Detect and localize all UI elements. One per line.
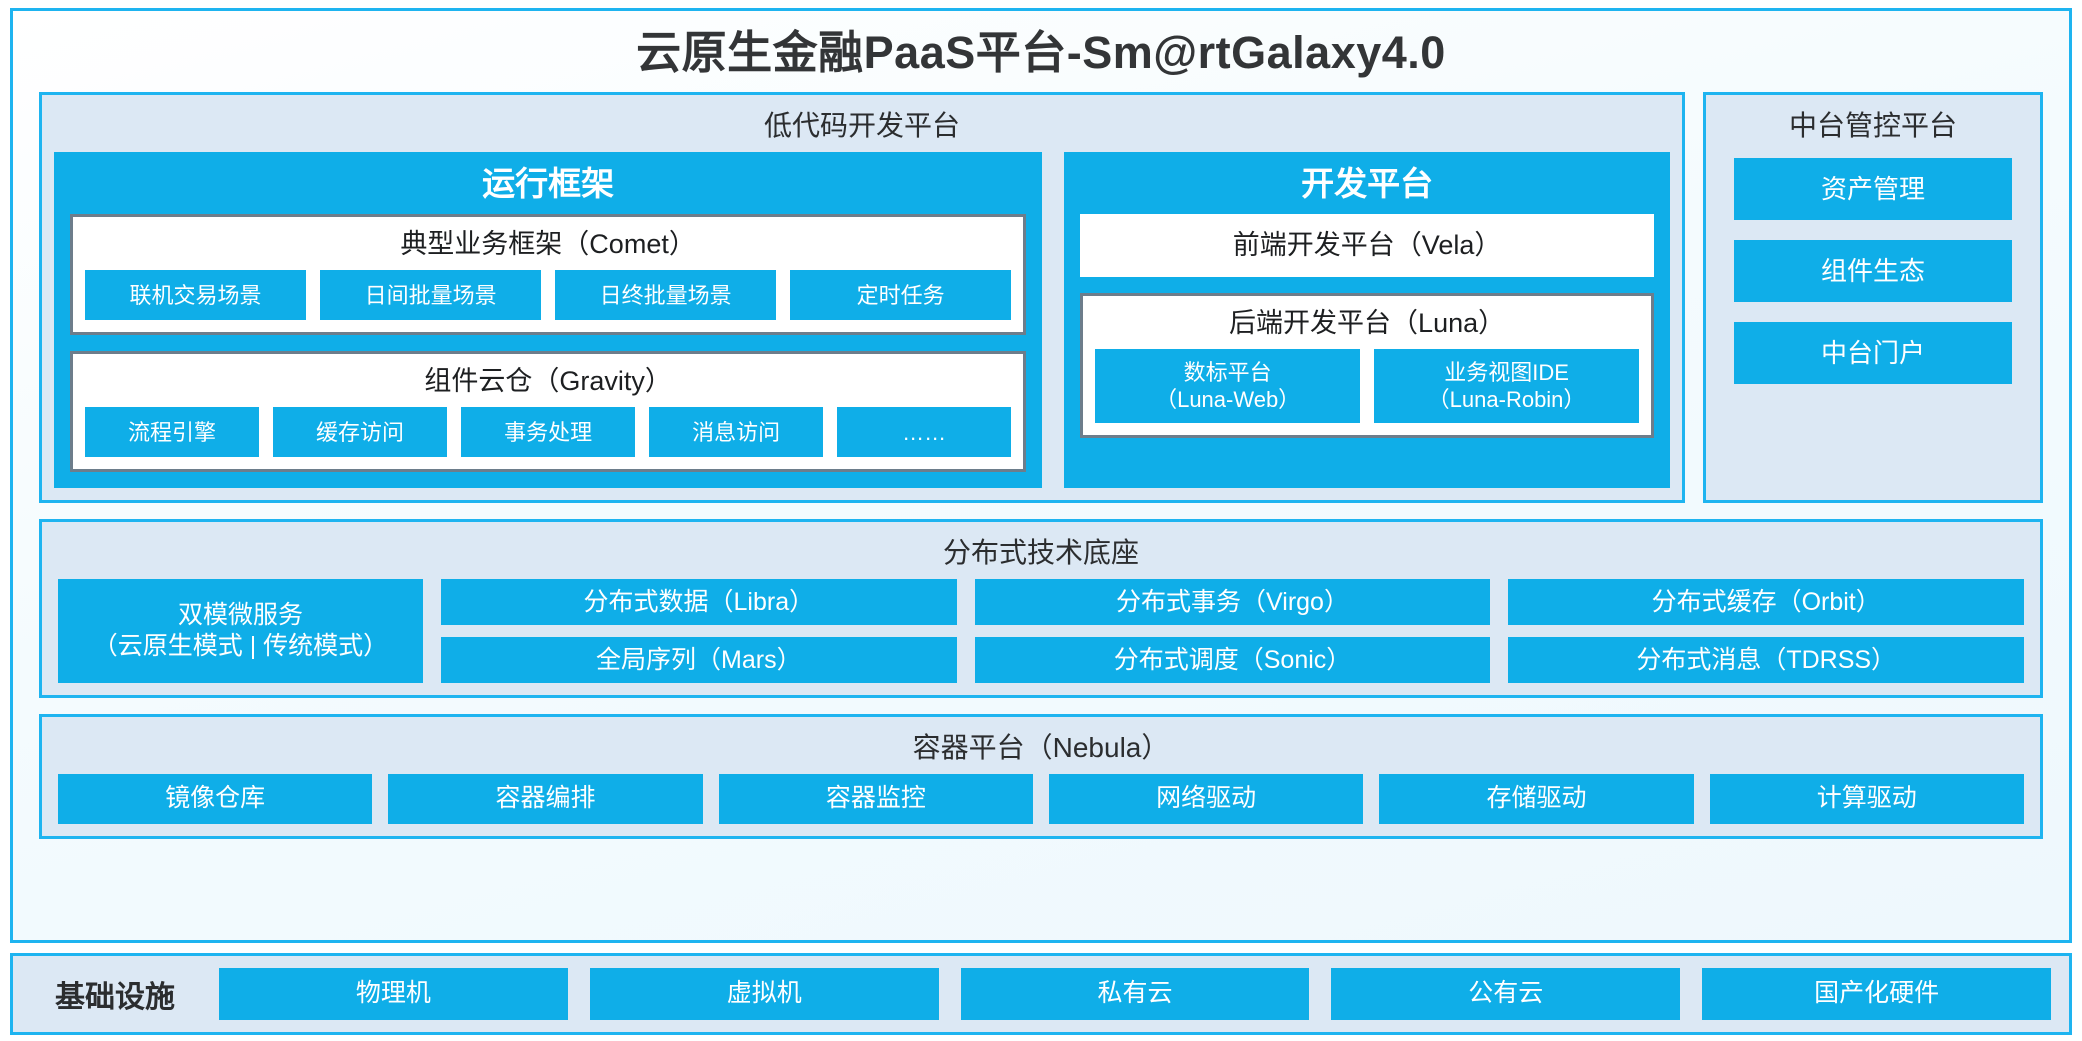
container-item-network-driver[interactable]: 网络驱动	[1048, 774, 1364, 825]
runtime-framework-block: 运行框架 典型业务框架（Comet） 联机交易场景 日间批量场景 日终批量场景 …	[54, 152, 1043, 489]
container-item-storage-driver[interactable]: 存储驱动	[1379, 774, 1694, 825]
tech-orbit-tile[interactable]: 分布式缓存（Orbit）	[1508, 579, 2025, 626]
platform-main-frame: 云原生金融PaaS平台-Sm@rtGalaxy4.0 低代码开发平台 运行框架 …	[10, 8, 2072, 943]
tech-libra-tile[interactable]: 分布式数据（Libra）	[441, 579, 957, 626]
dual-mode-line1: 双模微服务	[177, 600, 303, 629]
infra-item-public-cloud[interactable]: 公有云	[1331, 968, 1681, 1020]
tech-column-2: 分布式事务（Virgo） 分布式调度（Sonic）	[974, 579, 1491, 684]
luna-title: 后端开发平台（Luna）	[1229, 308, 1506, 339]
vela-box: 前端开发平台（Vela）	[1080, 214, 1654, 278]
infra-item-private-cloud[interactable]: 私有云	[960, 968, 1310, 1020]
control-platform-list: 资产管理 组件生态 中台门户	[1718, 152, 2028, 388]
infra-item-virtual-machine[interactable]: 虚拟机	[589, 968, 939, 1020]
lowcode-columns: 运行框架 典型业务框架（Comet） 联机交易场景 日间批量场景 日终批量场景 …	[54, 152, 1670, 489]
distributed-tech-body: 双模微服务 （云原生模式 | 传统模式） 分布式数据（Libra） 全局序列（M…	[54, 579, 2028, 684]
luna-tile-row: 数标平台 （Luna-Web） 业务视图IDE （Luna-Robin）	[1095, 349, 1640, 424]
gravity-item-0[interactable]: 流程引擎	[85, 407, 260, 458]
luna-robin-code: （Luna-Robin）	[1427, 387, 1586, 413]
tech-sonic-tile[interactable]: 分布式调度（Sonic）	[974, 637, 1491, 684]
control-item-asset-management[interactable]: 资产管理	[1734, 158, 2012, 221]
container-item-compute-driver[interactable]: 计算驱动	[1709, 774, 2024, 825]
control-item-portal[interactable]: 中台门户	[1734, 322, 2012, 385]
infrastructure-label: 基础设施	[55, 981, 175, 1014]
dual-mode-microservice-wrapper: 双模微服务 （云原生模式 | 传统模式）	[58, 579, 423, 684]
luna-web-tile[interactable]: 数标平台 （Luna-Web）	[1095, 349, 1361, 424]
infrastructure-items: 物理机 虚拟机 私有云 公有云 国产化硬件	[219, 968, 2051, 1020]
infra-item-domestic-hardware[interactable]: 国产化硬件	[1702, 968, 2051, 1020]
comet-item-0[interactable]: 联机交易场景	[85, 270, 307, 321]
tech-column-1: 分布式数据（Libra） 全局序列（Mars）	[441, 579, 957, 684]
tech-virgo-tile[interactable]: 分布式事务（Virgo）	[974, 579, 1491, 626]
gravity-item-2[interactable]: 事务处理	[461, 407, 636, 458]
development-platform-title: 开发平台	[1301, 165, 1434, 203]
comet-tile-row: 联机交易场景 日间批量场景 日终批量场景 定时任务	[85, 270, 1012, 321]
lowcode-platform-title: 低代码开发平台	[763, 110, 960, 142]
tech-mars-tile[interactable]: 全局序列（Mars）	[441, 637, 957, 684]
distributed-tech-panel: 分布式技术底座 双模微服务 （云原生模式 | 传统模式） 分布式数据（Libra…	[39, 519, 2043, 699]
comet-box: 典型业务框架（Comet） 联机交易场景 日间批量场景 日终批量场景 定时任务	[70, 214, 1027, 336]
infrastructure-panel: 基础设施 物理机 虚拟机 私有云 公有云 国产化硬件	[10, 953, 2072, 1035]
comet-item-1[interactable]: 日间批量场景	[320, 270, 542, 321]
luna-web-code: （Luna-Web）	[1155, 387, 1301, 413]
luna-robin-name: 业务视图IDE	[1444, 359, 1569, 385]
gravity-box: 组件云仓（Gravity） 流程引擎 缓存访问 事务处理 消息访问 ……	[70, 351, 1027, 473]
control-platform-panel: 中台管控平台 资产管理 组件生态 中台门户	[1703, 92, 2043, 504]
comet-title: 典型业务框架（Comet）	[400, 229, 696, 260]
tech-column-3: 分布式缓存（Orbit） 分布式消息（TDRSS）	[1508, 579, 2025, 684]
layer-stack: 低代码开发平台 运行框架 典型业务框架（Comet） 联机交易场景 日间批量场景…	[39, 92, 2043, 924]
runtime-framework-title: 运行框架	[482, 165, 615, 203]
container-platform-panel: 容器平台（Nebula） 镜像仓库 容器编排 容器监控 网络驱动 存储驱动 计算…	[39, 714, 2043, 840]
dual-mode-line2: （云原生模式 | 传统模式）	[92, 632, 389, 661]
container-item-monitoring[interactable]: 容器监控	[718, 774, 1033, 825]
gravity-item-3[interactable]: 消息访问	[649, 407, 824, 458]
tech-tdrss-tile[interactable]: 分布式消息（TDRSS）	[1508, 637, 2025, 684]
luna-robin-tile[interactable]: 业务视图IDE （Luna-Robin）	[1374, 349, 1640, 424]
dual-mode-microservice-tile[interactable]: 双模微服务 （云原生模式 | 传统模式）	[58, 579, 423, 684]
container-platform-title: 容器平台（Nebula）	[912, 732, 1170, 764]
gravity-title: 组件云仓（Gravity）	[424, 366, 672, 397]
top-region: 低代码开发平台 运行框架 典型业务框架（Comet） 联机交易场景 日间批量场景…	[39, 92, 2043, 504]
container-platform-row: 镜像仓库 容器编排 容器监控 网络驱动 存储驱动 计算驱动	[54, 774, 2028, 825]
container-item-image-registry[interactable]: 镜像仓库	[58, 774, 373, 825]
luna-box: 后端开发平台（Luna） 数标平台 （Luna-Web） 业务视图IDE （Lu…	[1080, 293, 1654, 439]
distributed-tech-title: 分布式技术底座	[942, 537, 1139, 569]
vela-title: 前端开发平台（Vela）	[1232, 230, 1502, 261]
gravity-tile-row: 流程引擎 缓存访问 事务处理 消息访问 ……	[85, 407, 1012, 458]
gravity-item-more[interactable]: ……	[837, 407, 1012, 458]
luna-web-name: 数标平台	[1183, 359, 1272, 385]
comet-item-2[interactable]: 日终批量场景	[555, 270, 777, 321]
gravity-item-1[interactable]: 缓存访问	[273, 407, 448, 458]
infra-item-physical-machine[interactable]: 物理机	[219, 968, 568, 1020]
control-platform-title: 中台管控平台	[1788, 110, 1957, 142]
container-item-orchestration[interactable]: 容器编排	[388, 774, 703, 825]
control-item-component-ecosystem[interactable]: 组件生态	[1734, 240, 2012, 303]
development-platform-block: 开发平台 前端开发平台（Vela） 后端开发平台（Luna） 数标平台 （Lun…	[1064, 152, 1670, 489]
page-title: 云原生金融PaaS平台-Sm@rtGalaxy4.0	[636, 27, 1446, 78]
lowcode-platform-panel: 低代码开发平台 运行框架 典型业务框架（Comet） 联机交易场景 日间批量场景…	[39, 92, 1685, 504]
comet-item-3[interactable]: 定时任务	[790, 270, 1012, 321]
